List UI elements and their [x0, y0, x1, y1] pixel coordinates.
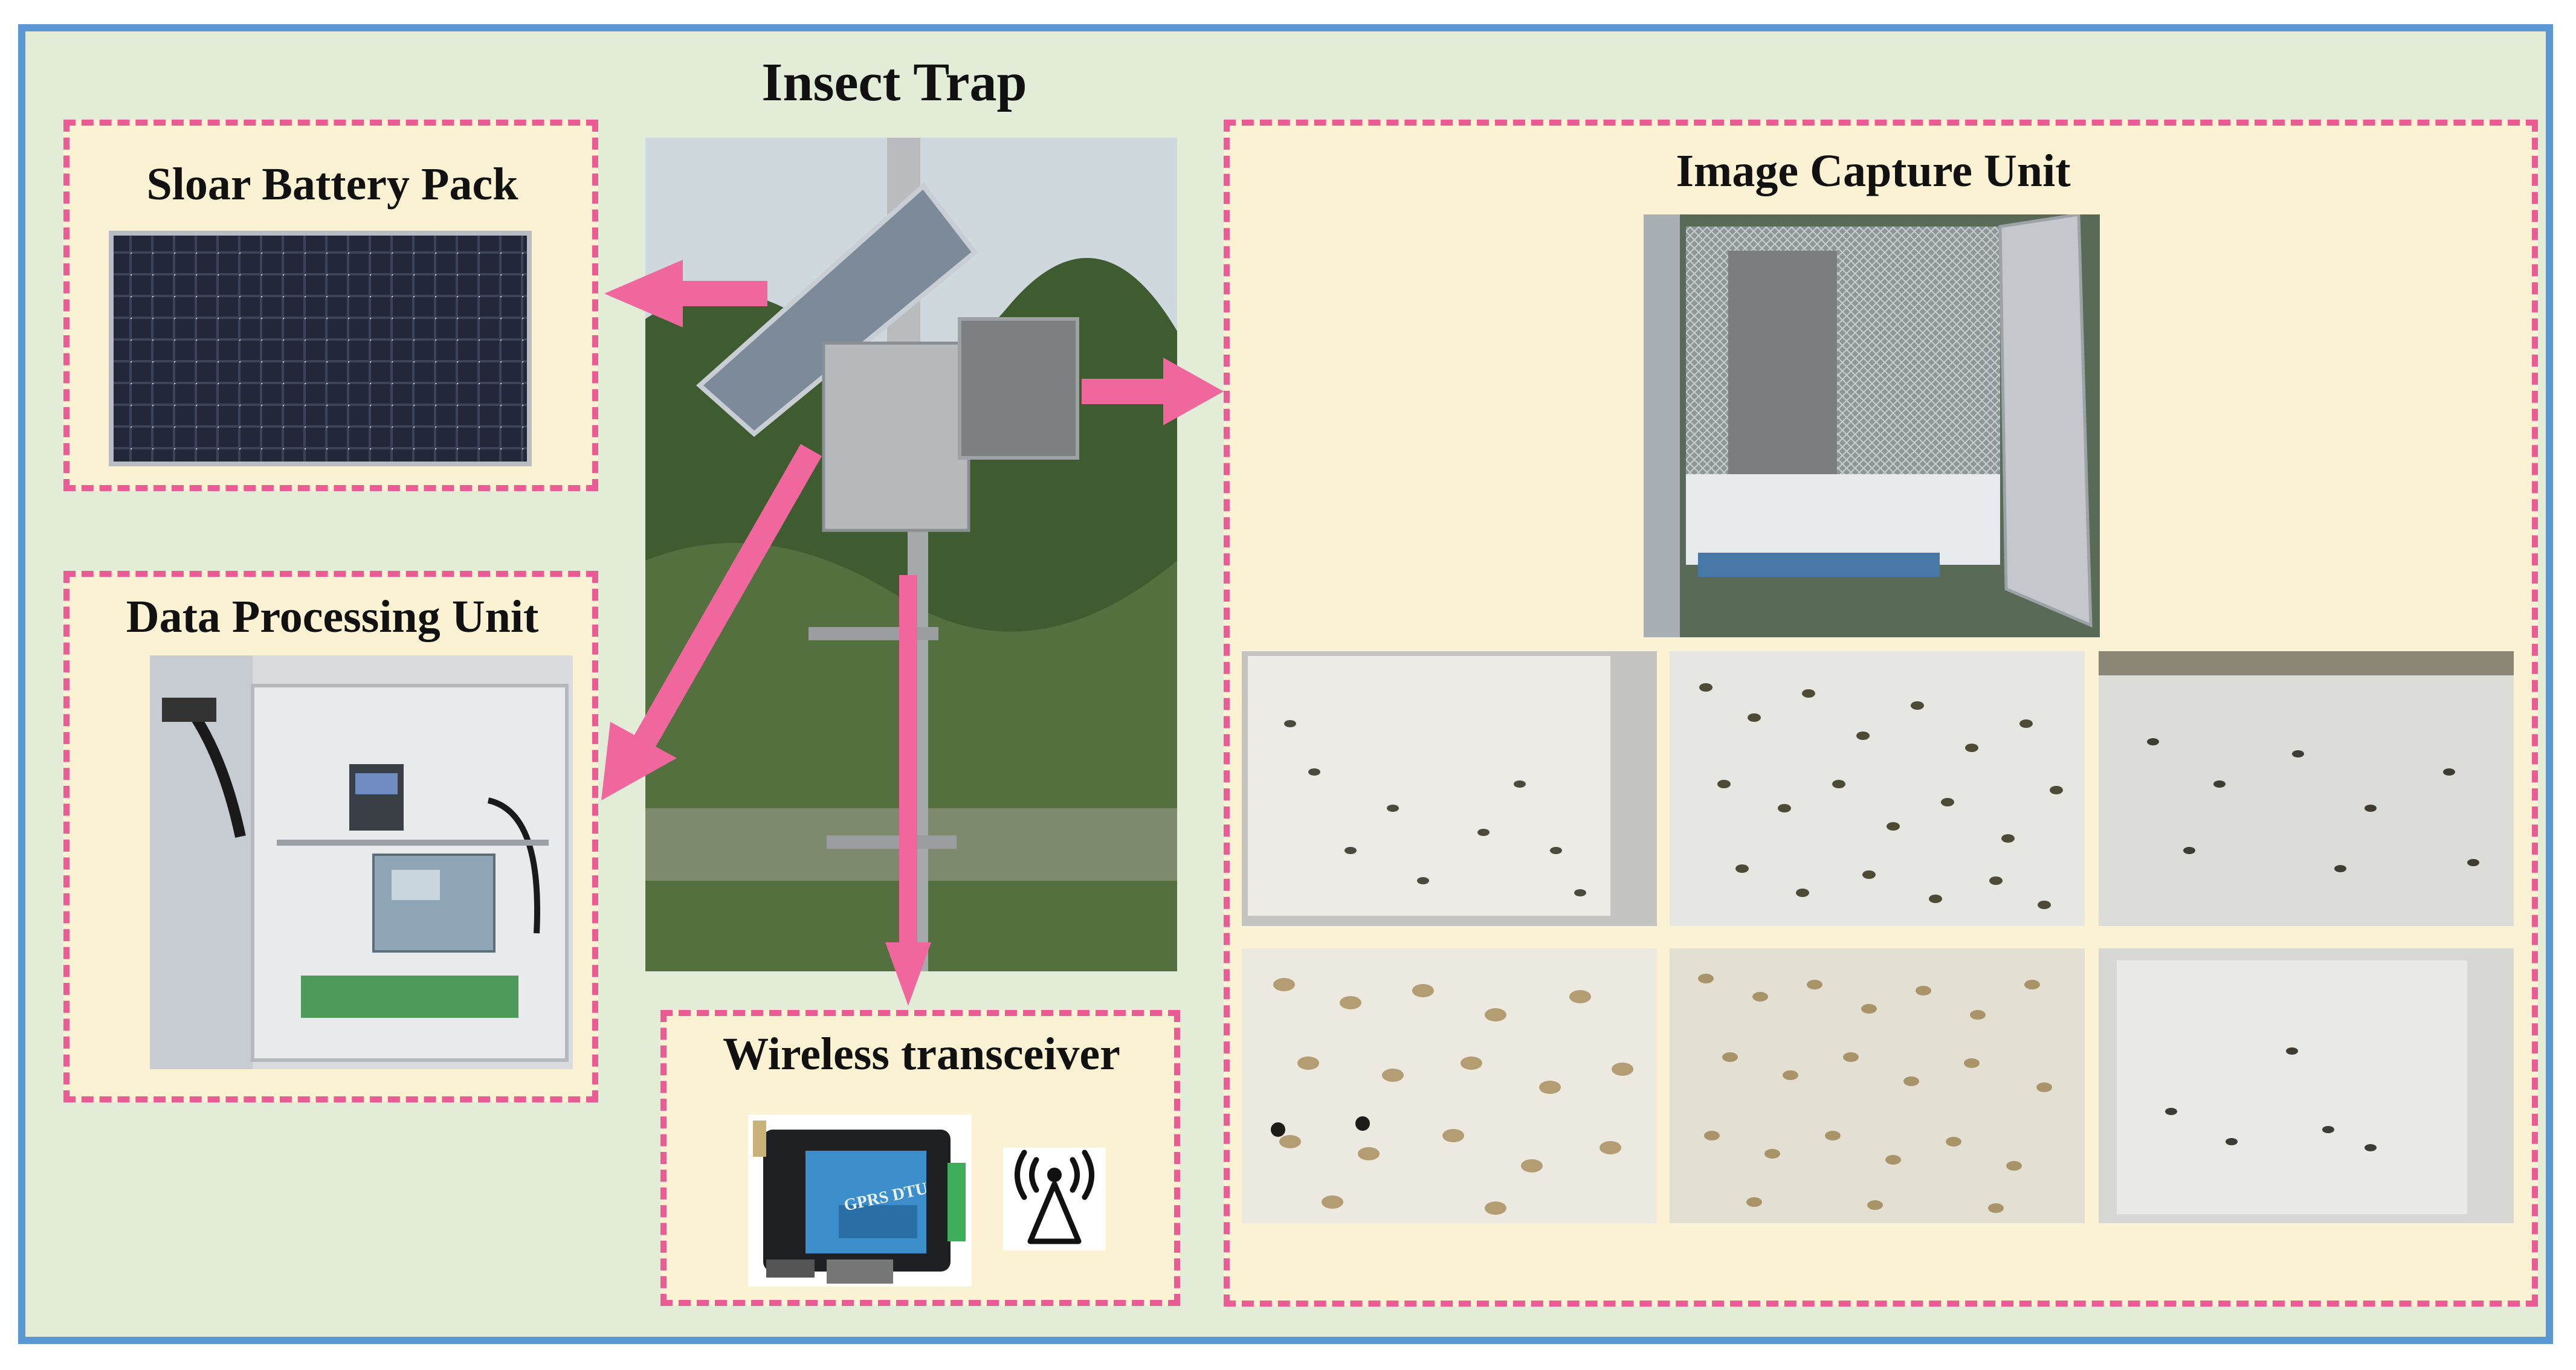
sticky-board-photo-2: [1670, 651, 2085, 926]
sticky-board-photo-1: [1242, 651, 1657, 926]
sticky-board-photo-3: [2099, 651, 2514, 926]
data-processing-photo: [150, 655, 573, 1069]
wireless-device-photo: [748, 1114, 972, 1287]
image-capture-label: Image Capture Unit: [1676, 146, 2071, 196]
sticky-board-photo-6: [2099, 948, 2514, 1223]
data-processing-label: Data Processing Unit: [126, 591, 539, 642]
capture-box-photo: [1644, 214, 2100, 637]
sticky-board-photo-4: [1242, 948, 1657, 1223]
sticky-board-photo-5: [1670, 948, 2085, 1223]
insect-trap-photo: [645, 138, 1177, 971]
title: Insect Trap: [761, 53, 1027, 112]
antenna-icon: [1015, 1150, 1094, 1244]
antenna-icon-box: [1003, 1148, 1106, 1250]
wireless-transceiver-label: Wireless transceiver: [723, 1029, 1120, 1079]
solar-panel-label: Sloar Battery Pack: [146, 159, 518, 210]
solar-panel-icon: [109, 231, 532, 466]
solar-panel-photo: [109, 231, 532, 466]
